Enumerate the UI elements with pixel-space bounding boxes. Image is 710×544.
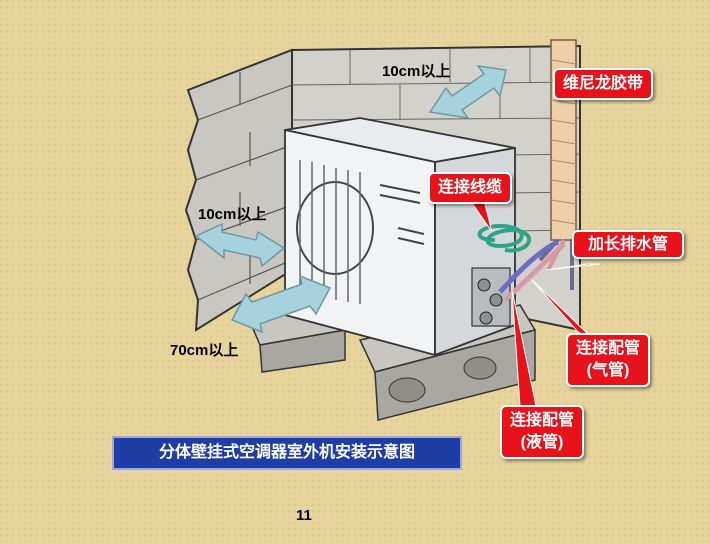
liquid-pipe-sublabel: (液管) bbox=[520, 434, 564, 451]
top-clearance-arrow bbox=[428, 65, 507, 120]
drain-callout: 加长排水管 bbox=[572, 230, 684, 259]
gas-pipe-label: 连接配管 bbox=[576, 340, 641, 357]
liquid-pipe-callout: 连接配管 (液管) bbox=[500, 405, 585, 459]
left-clearance-arrow bbox=[194, 222, 286, 268]
gas-pipe-callout: 连接配管 (气管) bbox=[566, 333, 651, 387]
vinyl-tape-callout: 维尼龙胶带 bbox=[553, 68, 654, 100]
front-clearance-label: 70cm以上 bbox=[170, 342, 239, 359]
front-clearance-arrow bbox=[230, 274, 332, 334]
gas-pipe-sublabel: (气管) bbox=[586, 362, 630, 379]
diagram-caption: 分体壁挂式空调器室外机安装示意图 bbox=[112, 436, 462, 470]
left-clearance-label: 10cm以上 bbox=[198, 206, 267, 223]
callout-pointers bbox=[469, 199, 601, 407]
page-number: 11 bbox=[296, 507, 312, 524]
connecting-pipes bbox=[477, 223, 566, 302]
clearance-arrows bbox=[194, 65, 507, 334]
cable-callout: 连接线缆 bbox=[428, 172, 513, 204]
top-clearance-label: 10cm以上 bbox=[382, 63, 451, 80]
liquid-pipe-label: 连接配管 bbox=[510, 412, 575, 429]
